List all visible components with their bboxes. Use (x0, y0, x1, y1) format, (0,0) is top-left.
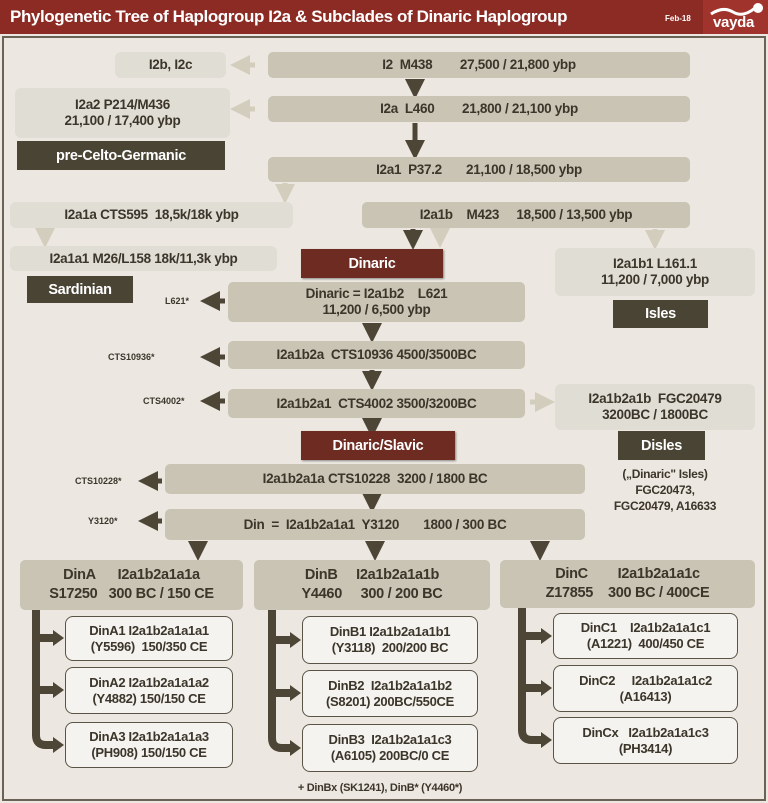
node-dinb2: DinB2 I2a1b2a1a1b2 (S8201) 200BC/550CE (302, 670, 478, 717)
disles-note: („Dinaric" Isles) FGC20473, FGC20479, A1… (613, 467, 717, 513)
side-label-cts10228: CTS10228* (75, 476, 122, 486)
node-i2a1b1: I2a1b1 L161.1 11,200 / 7,000 ybp (555, 248, 755, 296)
date-label: Feb-18 (665, 14, 691, 23)
node-i2a2: I2a2 P214/M436 21,100 / 17,400 ybp (15, 88, 230, 138)
side-label-cts4002: CTS4002* (143, 396, 185, 406)
label-dinaric: Dinaric (301, 249, 443, 278)
footer-note: + DinBx (SK1241), DinB* (Y4460*) (297, 782, 463, 794)
node-dinc: DinC I2a1b2a1a1c Z17855 300 BC / 400CE (500, 560, 755, 608)
node-dina3: DinA3 I2a1b2a1a1a3 (PH908) 150/150 CE (65, 722, 233, 768)
node-dina1: DinA1 I2a1b2a1a1a1 (Y5596) 150/350 CE (65, 616, 233, 661)
logo-swoosh-icon (710, 3, 763, 16)
node-i2a1b2a1: I2a1b2a1 CTS4002 3500/3200BC (228, 389, 525, 418)
node-dina: DinA I2a1b2a1a1a S17250 300 BC / 150 CE (20, 560, 243, 610)
node-i2a1b2-l621: Dinaric = I2a1b2 L621 11,200 / 6,500 ybp (228, 282, 525, 322)
label-dinaric-slavic: Dinaric/Slavic (301, 431, 455, 460)
node-i2a1b2a1a: I2a1b2a1a CTS10228 3200 / 1800 BC (165, 464, 585, 494)
node-dinc2: DinC2 I2a1b2a1a1c2 (A16413) (553, 665, 738, 712)
node-dinb: DinB I2a1b2a1a1b Y4460 300 / 200 BC (254, 560, 490, 610)
node-i2a1b2a: I2a1b2a CTS10936 4500/3500BC (228, 341, 525, 369)
label-pre-celto-germanic: pre-Celto-Germanic (17, 141, 225, 170)
node-dincx: DinCx I2a1b2a1a1c3 (PH3414) (553, 717, 738, 764)
node-dinc1: DinC1 I2a1b2a1a1c1 (A1221) 400/450 CE (553, 613, 738, 659)
label-sardinian: Sardinian (27, 276, 133, 303)
vayda-logo: vayda (703, 0, 768, 34)
node-dinb3: DinB3 I2a1b2a1a1c3 (A6105) 200BC/0 CE (302, 724, 478, 772)
node-dinb1: DinB1 I2a1b2a1a1b1 (Y3118) 200/200 BC (302, 616, 478, 664)
node-i2a1b2a1b: I2a1b2a1b FGC20479 3200BC / 1800BC (555, 384, 755, 430)
node-i2a1b: I2a1b M423 18,500 / 13,500 ybp (362, 202, 690, 228)
header: Phylogenetic Tree of Haplogroup I2a & Su… (0, 0, 768, 34)
side-label-cts10936: CTS10936* (108, 352, 155, 362)
label-disles: Disles (618, 431, 705, 460)
label-isles: Isles (613, 300, 708, 328)
node-din-y3120: Din = I2a1b2a1a1 Y3120 1800 / 300 BC (165, 509, 585, 540)
side-label-y3120: Y3120* (88, 516, 118, 526)
node-i2a-l460: I2a L460 21,800 / 21,100 ybp (268, 96, 690, 122)
node-i2b-i2c: I2b, I2c (115, 52, 226, 78)
node-dina2: DinA2 I2a1b2a1a1a2 (Y4882) 150/150 CE (65, 667, 233, 714)
page-title: Phylogenetic Tree of Haplogroup I2a & Su… (10, 7, 568, 26)
node-i2-m438: I2 M438 27,500 / 21,800 ybp (268, 52, 690, 78)
node-i2a1-p37: I2a1 P37.2 21,100 / 18,500 ybp (268, 157, 690, 182)
node-i2a1a1: I2a1a1 M26/L158 18k/11,3k ybp (10, 246, 277, 271)
side-label-l621: L621* (165, 296, 190, 306)
node-i2a1a: I2a1a CTS595 18,5k/18k ybp (10, 202, 293, 228)
